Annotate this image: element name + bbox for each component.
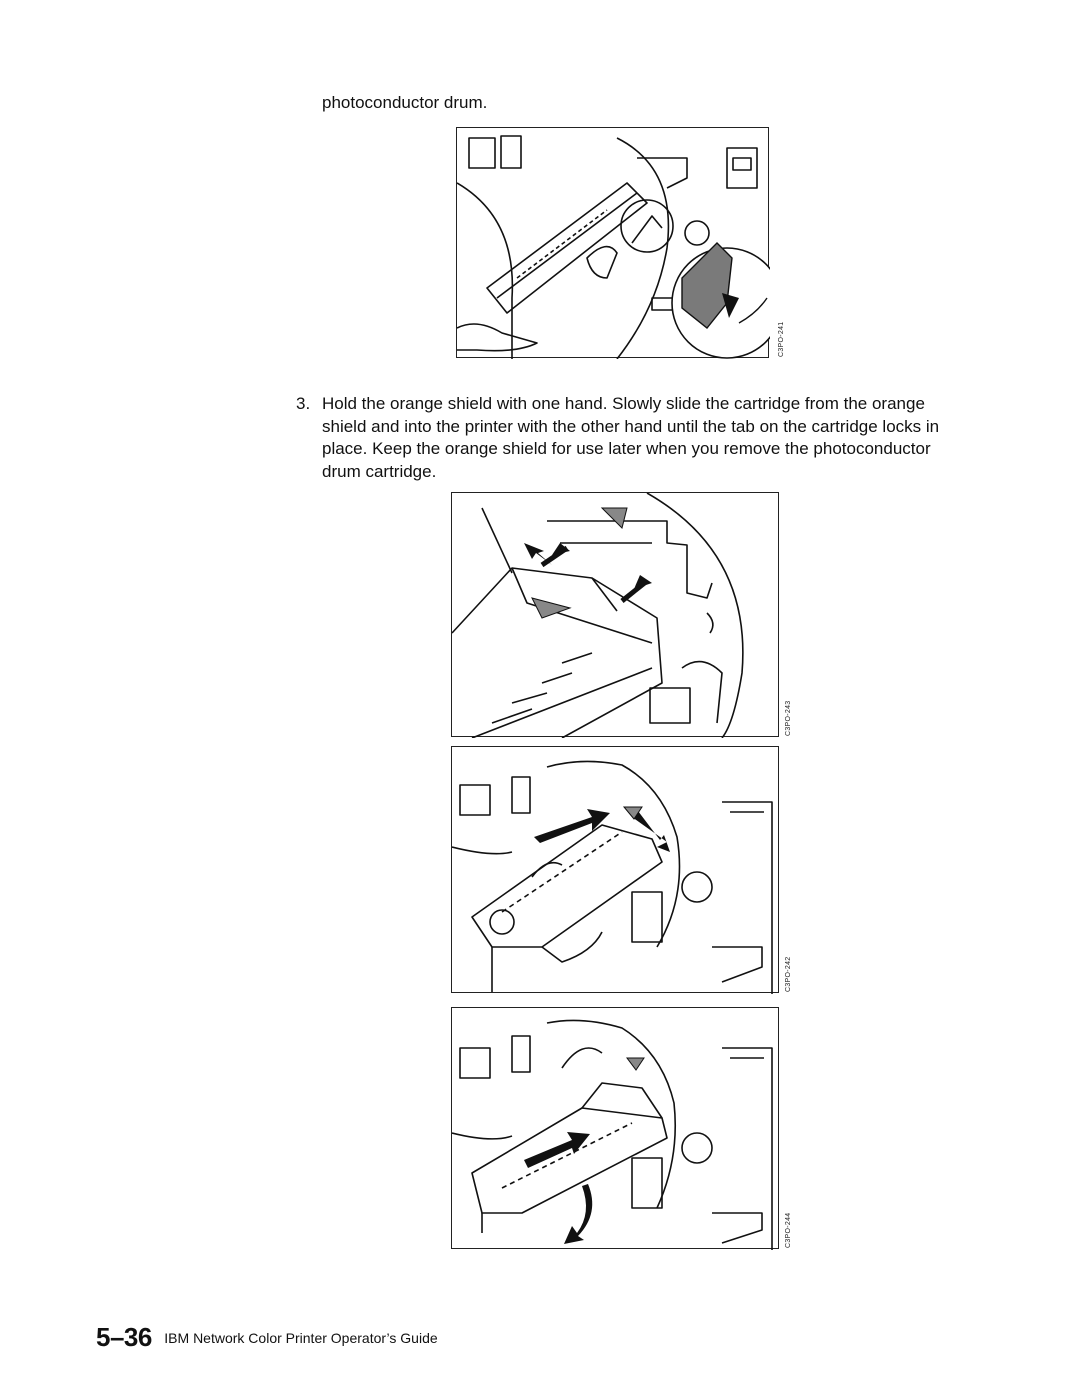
cartridge-locking-illustration-icon	[452, 1019, 773, 1250]
figure-shield-alignment	[451, 492, 779, 738]
page-footer: 5–36 IBM Network Color Printer Operator’…	[96, 1322, 438, 1353]
step-text: Hold the orange shield with one hand. Sl…	[322, 394, 940, 481]
document-title: IBM Network Color Printer Operator’s Gui…	[164, 1330, 438, 1346]
figure-code: C3PO-244	[785, 1212, 792, 1248]
page-number: 5–36	[96, 1322, 152, 1352]
figure-cartridge-removal	[456, 127, 770, 359]
shield-alignment-illustration-icon	[452, 493, 744, 738]
figure-cartridge-locking	[451, 1007, 779, 1250]
intro-text: photoconductor drum.	[322, 93, 488, 112]
cartridge-insertion-illustration-icon	[452, 760, 773, 994]
cartridge-removal-illustration-icon	[457, 135, 770, 359]
figure-code: C3PO-241	[778, 321, 785, 357]
step-number: 3.	[296, 394, 311, 413]
figure-cartridge-insertion	[451, 746, 779, 994]
figure-code: C3PO-242	[785, 956, 792, 992]
figure-code: C3PO-243	[785, 700, 792, 736]
